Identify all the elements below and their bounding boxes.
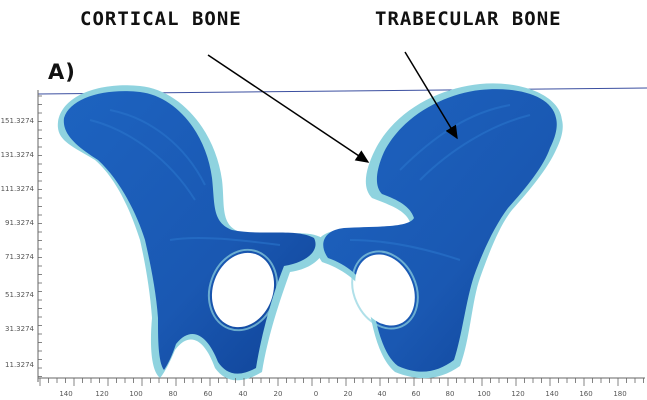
x-tick-label: 40 (378, 390, 387, 398)
x-tick-label: 140 (545, 390, 558, 398)
x-tick-label: 40 (239, 390, 248, 398)
y-tick-label: 111.3274 (1, 185, 35, 193)
x-tick-label: 20 (274, 390, 283, 398)
x-tick-label: 140 (59, 390, 72, 398)
x-tick-label: 60 (204, 390, 213, 398)
x-tick-label: 120 (95, 390, 108, 398)
right-ilium-trabecular (323, 89, 557, 372)
y-tick-label: 31.3274 (5, 325, 34, 333)
x-tick-label: 80 (446, 390, 455, 398)
y-tick-label: 51.3274 (5, 291, 34, 299)
x-tick-label: 100 (477, 390, 490, 398)
x-tick-label: 20 (344, 390, 353, 398)
y-tick-label: 131.3274 (1, 151, 35, 159)
x-tick-label: 60 (412, 390, 421, 398)
y-tick-label: 151.3274 (1, 117, 35, 125)
trabecular-bone-label: TRABECULAR BONE (375, 8, 562, 30)
y-tick-label: 11.3274 (5, 361, 34, 369)
y-tick-labels: 151.3274 131.3274 111.3274 91.3274 71.32… (1, 117, 35, 369)
x-tick-marks (40, 378, 644, 386)
x-tick-label: 160 (579, 390, 592, 398)
y-tick-label: 71.3274 (5, 253, 34, 261)
cortical-arrow (208, 55, 368, 162)
cortical-bone-label: CORTICAL BONE (80, 8, 242, 30)
left-ilium-trabecular (64, 91, 316, 374)
x-tick-label: 80 (169, 390, 178, 398)
x-tick-label: 0 (314, 390, 318, 398)
y-tick-marks (38, 96, 42, 377)
x-tick-label: 180 (613, 390, 626, 398)
y-tick-label: 91.3274 (5, 219, 34, 227)
x-tick-label: 100 (129, 390, 142, 398)
x-tick-labels: 140 120 100 80 60 40 20 0 20 40 60 80 10… (59, 390, 626, 398)
panel-label: A) (48, 60, 76, 84)
x-tick-label: 120 (511, 390, 524, 398)
